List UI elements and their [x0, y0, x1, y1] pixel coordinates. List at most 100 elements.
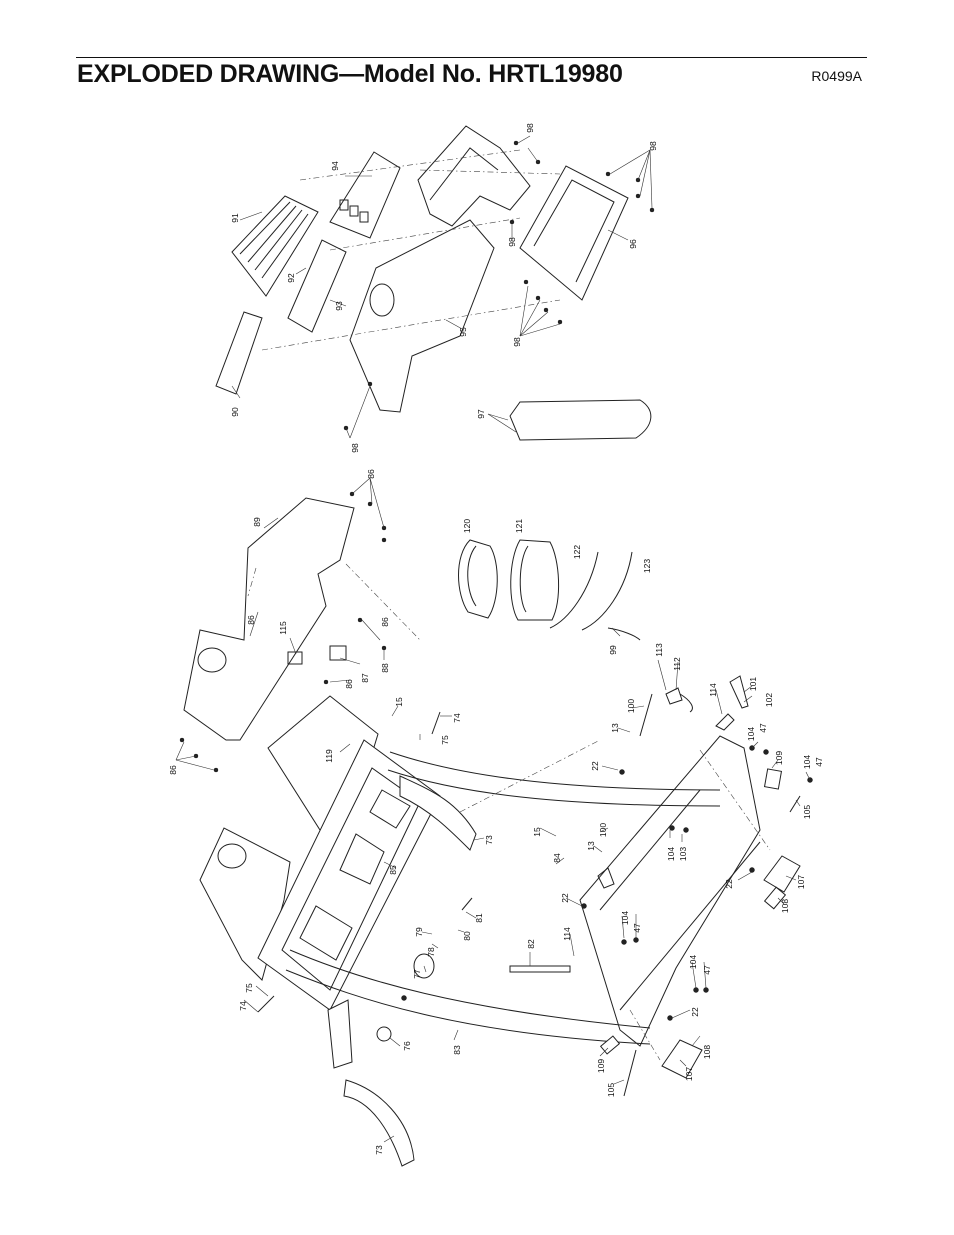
part-rail-upper: [389, 751, 721, 791]
callout-label: 47: [632, 923, 642, 933]
part-console-cover: [329, 151, 401, 239]
part-belt-121: [510, 539, 559, 621]
callout-label: 104: [746, 727, 756, 741]
callout-label: 97: [476, 409, 486, 419]
part-wire-122: [549, 551, 599, 629]
callout-label: 104: [666, 847, 676, 861]
callout-label: 120: [462, 519, 472, 533]
part-base-frame: [349, 219, 495, 413]
callout-label: 95: [458, 327, 468, 337]
callout-label: 86: [246, 615, 256, 625]
callout-label: 77: [412, 969, 422, 979]
callout-label: 22: [690, 1007, 700, 1017]
callout-label: 15: [532, 827, 542, 837]
callout-label: 73: [484, 835, 494, 845]
callout-label: 104: [802, 755, 812, 769]
callout-label: 75: [244, 983, 254, 993]
callout-label: 47: [814, 757, 824, 767]
callout-label: 107: [796, 875, 806, 889]
main-frame: [199, 675, 813, 1167]
callout-label: 98: [512, 337, 522, 347]
callout-label: 87: [360, 673, 370, 683]
callout-label: 98: [648, 141, 658, 151]
callout-label: 47: [758, 723, 768, 733]
callout-label: 84: [552, 853, 562, 863]
callout-label: 103: [678, 847, 688, 861]
part-belt-120: [458, 539, 498, 619]
callout-label: 100: [626, 699, 636, 713]
callout-label: 119: [324, 749, 334, 763]
part-rail-lower: [289, 949, 651, 1029]
callout-label: 82: [526, 939, 536, 949]
callout-label: 98: [350, 443, 360, 453]
callout-label: 86: [344, 679, 354, 689]
part-base-frame-lower: [579, 735, 761, 1047]
callout-label: 112: [672, 657, 682, 671]
part-side-cover: [509, 399, 652, 441]
callout-label: 13: [586, 841, 596, 851]
callout-label: 107: [684, 1067, 694, 1081]
part-knob-76: [376, 1026, 392, 1042]
part-upright-73: [399, 775, 477, 851]
page-title: EXPLODED DRAWING—Model No. HRTL19980: [77, 60, 623, 88]
part-wire-99: [607, 627, 641, 641]
callout-label: 98: [507, 237, 517, 247]
callout-label: 73: [374, 1145, 384, 1155]
callout-label: 86: [366, 469, 376, 479]
callout-label: 90: [230, 407, 240, 417]
callout-label: 76: [402, 1041, 412, 1051]
callout-label: 108: [702, 1045, 712, 1059]
callout-label: 83: [452, 1045, 462, 1055]
callout-label: 101: [748, 677, 758, 691]
callout-label: 113: [654, 643, 664, 657]
callout-label: 114: [562, 927, 572, 941]
callout-label: 74: [238, 1001, 248, 1011]
callout-labels: 98 94 98 91 98 96 92 93 95 98 90 97 98 8…: [168, 123, 824, 1155]
callout-label: 105: [802, 805, 812, 819]
part-hood: [183, 497, 355, 741]
callout-label: 105: [606, 1083, 616, 1097]
part-tray: [231, 195, 319, 297]
callout-label: 22: [560, 893, 570, 903]
callout-label: 109: [596, 1059, 606, 1073]
callout-label: 86: [168, 765, 178, 775]
callout-label: 15: [394, 697, 404, 707]
callout-label: 115: [278, 621, 288, 635]
belts-and-wires: [458, 539, 641, 641]
callout-label: 78: [426, 947, 436, 957]
callout-label: 99: [608, 645, 618, 655]
callout-label: 123: [642, 559, 652, 573]
callout-label: 85: [388, 865, 398, 875]
callout-label: 92: [286, 273, 296, 283]
callout-label: 104: [688, 955, 698, 969]
part-housing: [519, 165, 629, 301]
callout-label: 91: [230, 213, 240, 223]
callout-label: 102: [764, 693, 774, 707]
callout-label: 75: [440, 735, 450, 745]
callout-label: 88: [380, 663, 390, 673]
part-roller-107: [661, 1039, 703, 1079]
callout-label: 100: [598, 823, 608, 837]
callout-label: 109: [774, 751, 784, 765]
callout-label: 93: [334, 301, 344, 311]
callout-label: 80: [462, 931, 472, 941]
callout-label: 121: [514, 519, 524, 533]
callout-label: 22: [590, 761, 600, 771]
callout-label: 81: [474, 913, 484, 923]
callout-label: 22: [724, 879, 734, 889]
part-panel: [287, 239, 347, 333]
callout-label: 86: [380, 617, 390, 627]
callout-label: 47: [702, 965, 712, 975]
callout-label: 114: [708, 683, 718, 697]
callout-label: 108: [780, 899, 790, 913]
callout-label: 122: [572, 545, 582, 559]
drawing-code: R0499A: [811, 68, 862, 84]
callout-label: 94: [330, 161, 340, 171]
part-incline-cylinder: [509, 965, 571, 973]
part-roller-107b: [763, 855, 801, 893]
callout-label: 96: [628, 239, 638, 249]
callout-label: 104: [620, 911, 630, 925]
leader-lines: [175, 135, 811, 1143]
part-upright-cap: [343, 1079, 415, 1167]
callout-label: 74: [452, 713, 462, 723]
